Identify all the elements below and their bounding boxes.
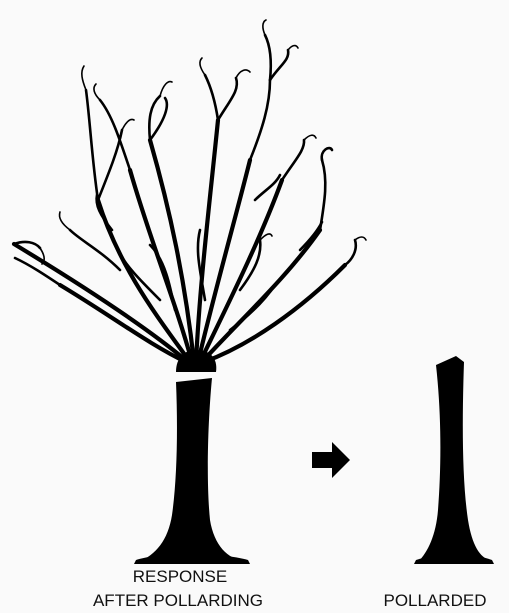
response-label: RESPONSE [130, 567, 230, 587]
after-pollarding-label: AFTER POLLARDING [83, 591, 273, 611]
pollarded-label: POLLARDED [380, 591, 490, 611]
